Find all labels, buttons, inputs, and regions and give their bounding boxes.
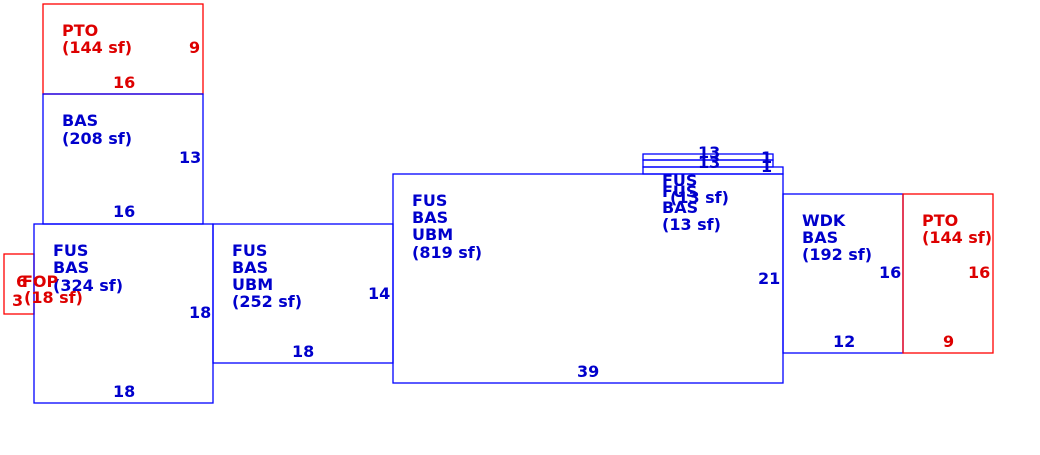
- pto-right-dim-bottom: 9: [943, 332, 954, 351]
- bas-top-dim-right: 13: [179, 148, 201, 167]
- fus-small-dim-top-a: 13: [698, 143, 720, 162]
- pto-top-label: PTO: [62, 21, 98, 40]
- wdk-area-sf: (192 sf): [802, 245, 872, 264]
- pto-right-label: PTO: [922, 211, 958, 230]
- wdk-dim-right: 16: [879, 263, 901, 282]
- fus-mid-dim-right: 14: [368, 284, 390, 303]
- fop-label: FOP: [22, 272, 59, 291]
- bas-top-area: BAS (208 sf) 13 16: [42, 93, 204, 225]
- fus-left-dim-bottom: 18: [113, 382, 135, 401]
- fus-main-area-sf: (819 sf): [412, 243, 482, 262]
- pto-top-dim-right: 9: [189, 38, 200, 57]
- fus-small-area: 13 13 1 1 FUS FUS (13 sf) BAS (13 sf): [642, 143, 784, 234]
- bas-top-area-sf: (208 sf): [62, 129, 132, 148]
- fus-mid-label-1: FUS: [232, 241, 267, 260]
- fus-main-label-3: UBM: [412, 225, 453, 244]
- bas-top-dim-bottom: 16: [113, 202, 135, 221]
- fus-mid-area-sf: (252 sf): [232, 292, 302, 311]
- fus-main-area: FUS BAS UBM (819 sf) 21 39: [392, 173, 784, 384]
- fus-small-strip-3: [642, 166, 784, 175]
- fus-mid-label-2: BAS: [232, 258, 268, 277]
- fus-left-area-sf: (324 sf): [53, 276, 123, 295]
- fus-small-dim-right-b: 1: [761, 157, 772, 176]
- fus-small-overlap-label: FUS: [662, 182, 697, 201]
- pto-top-area: PTO (144 sf) 9 16: [42, 3, 204, 95]
- fus-main-label-1: FUS: [412, 191, 447, 210]
- fus-main-dim-right: 21: [758, 269, 780, 288]
- pto-right-dim-right: 16: [968, 263, 990, 282]
- fus-left-area: FUS BAS (324 sf) 18 18: [33, 223, 214, 404]
- pto-top-area-sf: (144 sf): [62, 38, 132, 57]
- fop-labels: FOP (18 sf) 6 3: [12, 272, 83, 310]
- wdk-label-2: BAS: [802, 228, 838, 247]
- fus-left-label-2: BAS: [53, 258, 89, 277]
- wdk-area: WDK BAS (192 sf) 16 12: [782, 193, 904, 354]
- fus-mid-label-3: UBM: [232, 275, 273, 294]
- wdk-label-1: WDK: [802, 211, 846, 230]
- bas-top-label: BAS: [62, 111, 98, 130]
- fus-left-dim-right: 18: [189, 303, 211, 322]
- pto-top-dim-bottom: 16: [113, 73, 135, 92]
- fus-small-dim-top-b: 13: [698, 153, 720, 172]
- fus-left-label-1: FUS: [53, 241, 88, 260]
- pto-right-area-sf: (144 sf): [922, 228, 992, 247]
- fus-small-overlap-area-sf: (13 sf): [670, 188, 729, 207]
- fus-mid-area: FUS BAS UBM (252 sf) 14 18: [212, 223, 394, 364]
- pto-right-outline: [902, 193, 994, 354]
- fus-main-dim-bottom: 39: [577, 362, 599, 381]
- fus-mid-dim-bottom: 18: [292, 342, 314, 361]
- fus-main-label-2: BAS: [412, 208, 448, 227]
- fus-small-area-sf: (13 sf): [662, 215, 721, 234]
- fop-area-sf: (18 sf): [24, 288, 83, 307]
- fop-dim-top: 6: [16, 272, 27, 291]
- fus-small-label-2: BAS: [662, 198, 698, 217]
- pto-right-area: PTO (144 sf) 16 9: [902, 193, 994, 354]
- wdk-dim-bottom: 12: [833, 332, 855, 351]
- fop-dim-left: 3: [12, 291, 23, 310]
- fus-small-label-1: FUS: [662, 171, 697, 190]
- fus-small-dim-right-a: 1: [761, 148, 772, 167]
